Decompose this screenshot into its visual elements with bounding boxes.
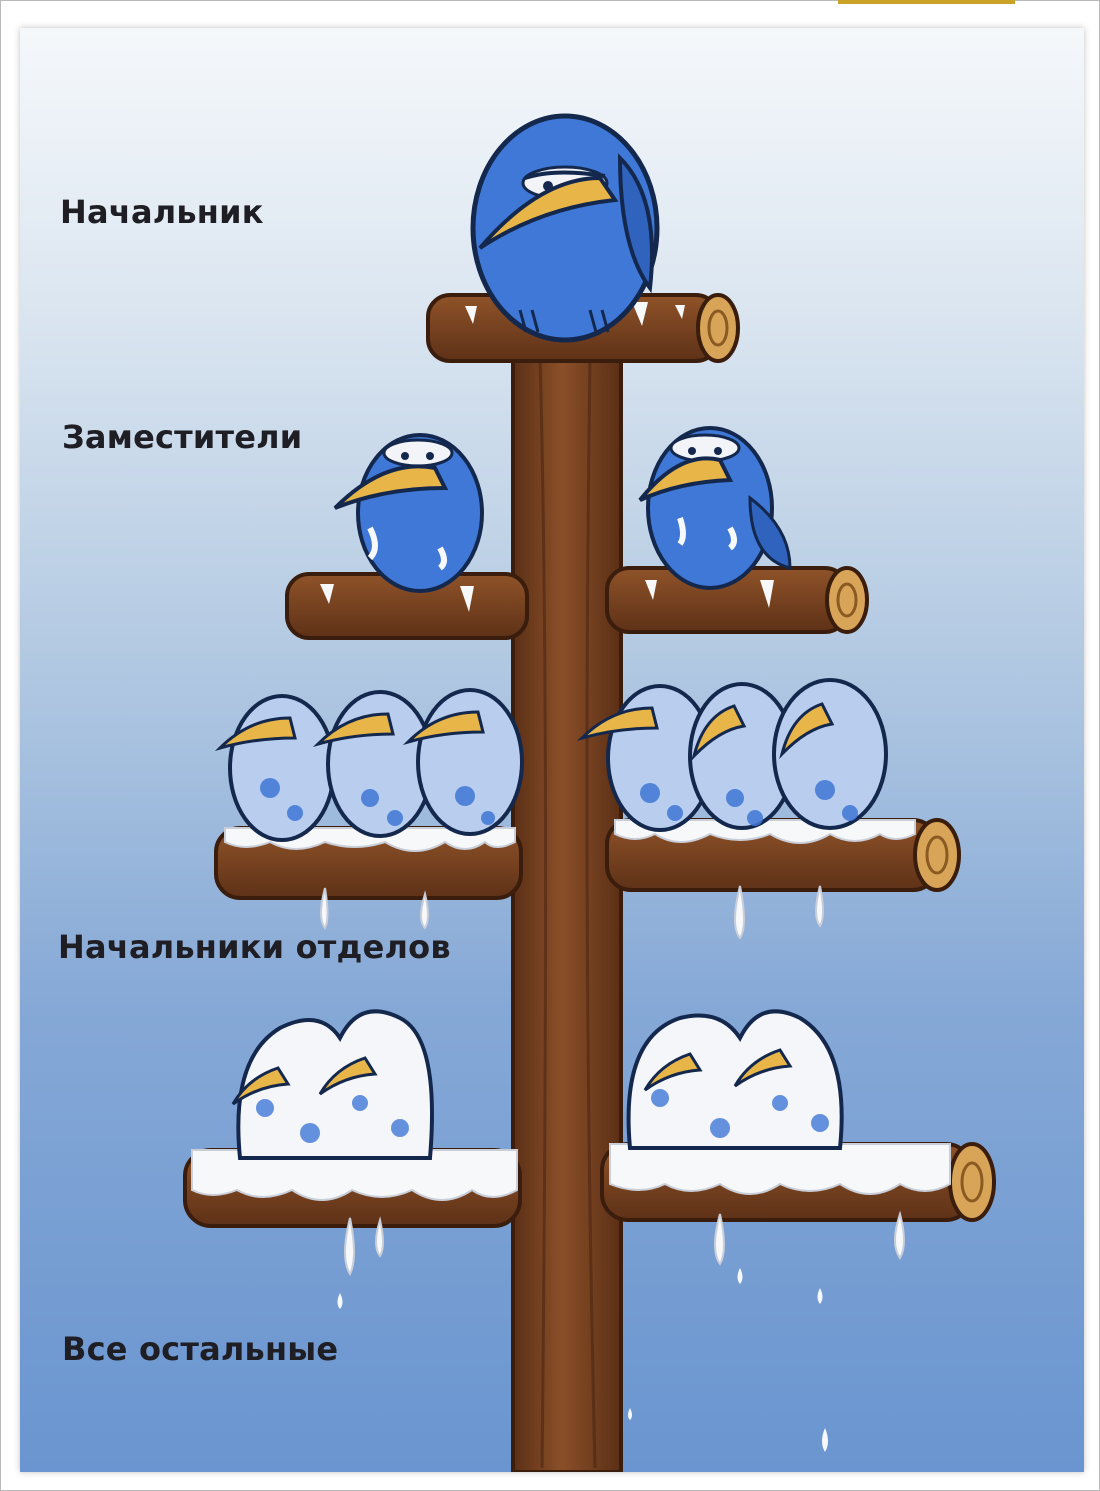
boss-bird bbox=[470, 113, 660, 343]
pole bbox=[511, 326, 623, 1472]
cartoon-illustration: Начальник Заместители Начальники отделов… bbox=[20, 28, 1084, 1472]
label-everyone-else: Все остальные bbox=[62, 1330, 339, 1368]
deputy-bird-left bbox=[333, 433, 484, 593]
label-deputies: Заместители bbox=[62, 418, 303, 456]
top-accent-bar bbox=[838, 0, 1015, 4]
deputy-bird-right bbox=[638, 426, 792, 590]
label-boss: Начальник bbox=[60, 193, 264, 231]
label-department-heads: Начальники отделов bbox=[58, 928, 451, 966]
branch-department-heads bbox=[214, 818, 961, 940]
bird-pole-drawing bbox=[183, 113, 996, 1472]
